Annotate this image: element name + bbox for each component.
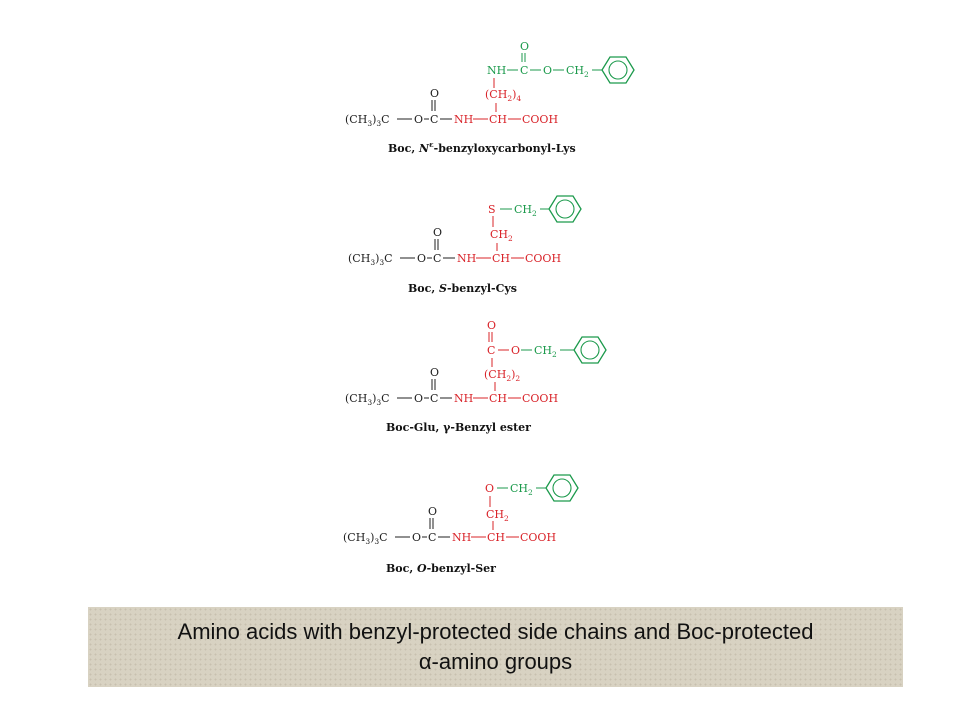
boc-group-label: (CH3)3C xyxy=(348,252,393,267)
ester-oxygen: O xyxy=(414,392,423,405)
epsilon-nh: NH xyxy=(487,64,506,77)
phenyl-ring-icon xyxy=(548,195,582,223)
amide-nh: NH xyxy=(454,113,473,126)
ester-oxygen-glu: O xyxy=(511,344,520,357)
phenyl-ring-icon xyxy=(573,336,607,364)
ether-oxygen: O xyxy=(485,482,494,495)
ester-oxygen: O xyxy=(412,531,421,544)
carboxyl-cooh: COOH xyxy=(520,531,556,544)
carbonyl-carbon: C xyxy=(433,252,441,265)
figure-caption: Amino acids with benzyl-protected side c… xyxy=(88,617,903,677)
carbonyl-oxygen: O xyxy=(430,87,439,100)
ester-oxygen: O xyxy=(417,252,426,265)
amide-nh: NH xyxy=(452,531,471,544)
caption-line-1: Amino acids with benzyl-protected side c… xyxy=(177,619,814,644)
benzyl-ch2: CH2 xyxy=(514,203,537,218)
cbz-carbonyl-oxygen: O xyxy=(520,40,529,53)
structure-name-cys: Boc, S-benzyl-Cys xyxy=(408,282,517,295)
benzyl-ch2: CH2 xyxy=(534,344,557,359)
structure-cys: (CH3)3C O C O NH CH COOH CH2 S CH2 Boc, … xyxy=(348,195,582,295)
carbonyl-oxygen: O xyxy=(433,226,442,239)
boc-group-label: (CH3)3C xyxy=(345,392,390,407)
carbonyl-oxygen: O xyxy=(428,505,437,518)
cbz-oxygen: O xyxy=(543,64,552,77)
carbonyl-carbon: C xyxy=(428,531,436,544)
alpha-ch: CH xyxy=(489,113,507,126)
structure-name-glu: Boc-Glu, γ-Benzyl ester xyxy=(386,421,531,434)
alpha-ch: CH xyxy=(487,531,505,544)
carboxyl-cooh: COOH xyxy=(525,252,561,265)
structure-glu: (CH3)3C O C O NH CH COOH (CH2)2 C O O CH… xyxy=(345,319,607,434)
structure-name-lys: Boc, Nε-benzyloxycarbonyl-Lys xyxy=(388,140,576,155)
benzyl-ch2: CH2 xyxy=(566,64,589,79)
caption-panel: Amino acids with benzyl-protected side c… xyxy=(88,607,903,687)
sulfur: S xyxy=(488,203,496,216)
ester-oxygen: O xyxy=(414,113,423,126)
cbz-carbonyl-carbon: C xyxy=(520,64,528,77)
gamma-carbonyl-carbon: C xyxy=(487,344,495,357)
structure-name-ser: Boc, O-benzyl-Ser xyxy=(386,562,496,575)
alpha-ch: CH xyxy=(489,392,507,405)
structure-lys: (CH3)3C O C O NH CH COOH (CH2)4 NH C O O… xyxy=(345,40,635,155)
benzyl-ch2: CH2 xyxy=(510,482,533,497)
side-chain-ch2: CH2 xyxy=(490,228,513,243)
phenyl-ring-icon xyxy=(601,56,635,84)
carbonyl-oxygen: O xyxy=(430,366,439,379)
amide-nh: NH xyxy=(454,392,473,405)
caption-line-2: α-amino groups xyxy=(418,649,573,674)
amide-nh: NH xyxy=(457,252,476,265)
structure-ser: (CH3)3C O C O NH CH COOH CH2 O CH2 Boc, … xyxy=(343,474,579,575)
carbonyl-carbon: C xyxy=(430,392,438,405)
carboxyl-cooh: COOH xyxy=(522,392,558,405)
side-chain-ch2-2: (CH2)2 xyxy=(484,368,520,383)
carboxyl-cooh: COOH xyxy=(522,113,558,126)
carbonyl-carbon: C xyxy=(430,113,438,126)
boc-group-label: (CH3)3C xyxy=(343,531,388,546)
alpha-ch: CH xyxy=(492,252,510,265)
side-chain-ch2-4: (CH2)4 xyxy=(485,88,521,103)
reaction-structures-figure: (CH3)3C O C O NH CH COOH (CH2)4 NH C O O… xyxy=(343,40,635,575)
gamma-carbonyl-oxygen: O xyxy=(487,319,496,332)
side-chain-ch2: CH2 xyxy=(486,508,509,523)
boc-group-label: (CH3)3C xyxy=(345,113,390,128)
phenyl-ring-icon xyxy=(545,474,579,502)
